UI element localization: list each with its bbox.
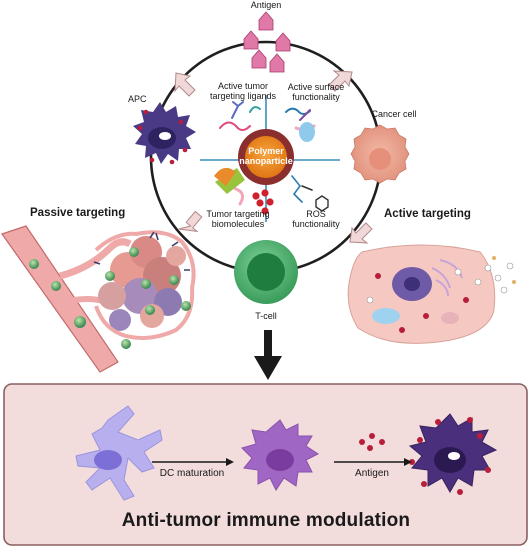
dendritic-cell-icon <box>408 413 498 495</box>
cancer-cell-icon <box>350 124 410 184</box>
down-arrow-icon <box>254 330 282 380</box>
passive-targeting-label: Passive targeting <box>30 207 126 219</box>
panel-title: Anti-tumor immune modulation <box>121 510 411 531</box>
dc-maturation-label: DC maturation <box>159 468 225 479</box>
cell-organelles-icon <box>347 244 516 344</box>
active-ligands-label: Active tumor targeting ligands <box>209 81 277 101</box>
nanoparticle-label: Polymer nanoparticle <box>239 146 293 166</box>
ros-label: ROS functionality <box>292 209 340 229</box>
apc-label: APC <box>128 94 147 104</box>
tumor-mass-icon <box>93 230 196 349</box>
tumor-biomolecules-label: Tumor targeting biomolecules <box>206 209 270 229</box>
antigen-icon <box>243 11 291 73</box>
active-surface-label: Active surface functionality <box>287 82 345 102</box>
active-targeting-label: Active targeting <box>384 208 471 220</box>
ligand-shape <box>214 167 236 186</box>
apc-cell-icon <box>133 102 196 165</box>
antigen-bottom-label: Antigen <box>355 468 389 479</box>
ligand-wedge <box>215 168 245 194</box>
surface-vesicle <box>299 122 315 142</box>
cycle-arrows <box>174 70 373 244</box>
t-cell-icon <box>234 240 298 304</box>
antigen-top-label: Antigen <box>250 0 282 10</box>
biomolecule-dots <box>252 189 274 215</box>
dendritic-cell-icon <box>241 419 319 491</box>
nanoparticle-icon <box>238 129 294 185</box>
right-arrow-icon <box>334 458 412 466</box>
cancer-cell-label: Cancer cell <box>371 109 417 119</box>
ros-hexagon <box>315 195 329 212</box>
dendritic-cell-icon <box>75 405 163 501</box>
t-cell-label: T-cell <box>255 311 277 321</box>
antigen-dots <box>359 433 385 451</box>
right-arrow-icon <box>152 458 234 466</box>
